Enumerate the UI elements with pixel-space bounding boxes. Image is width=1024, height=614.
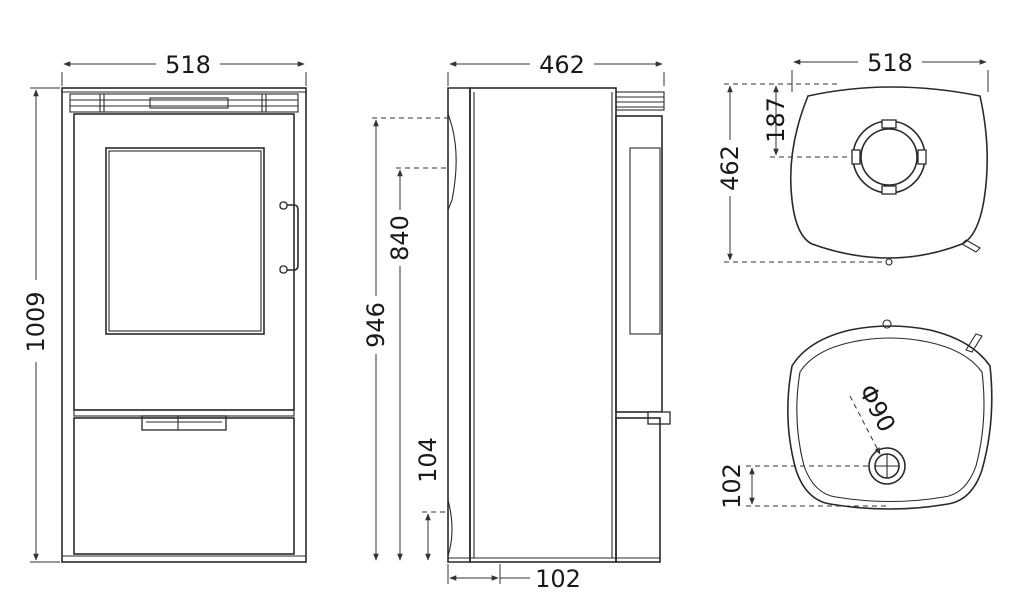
front-glass-window: [105, 147, 265, 335]
door-handle-icon: [279, 201, 299, 274]
front-height-dimension: 1009: [22, 87, 60, 563]
top-width-dimension: 518: [791, 49, 989, 92]
top-flue-offset-dimension: 187: [762, 85, 852, 158]
bottom-view: Φ90 102: [718, 319, 993, 510]
top-width-label: 518: [867, 49, 913, 77]
bottom-flue-outlet-icon: [868, 447, 906, 485]
side-view: 462 946 840 104 102: [362, 51, 671, 593]
front-width-dimension: 518: [61, 51, 307, 86]
side-946-label: 946: [362, 302, 390, 348]
front-top-grille: [69, 93, 299, 113]
top-depth-dimension: 462: [716, 83, 886, 263]
top-depth-label: 462: [716, 145, 744, 191]
front-view: 518 1009: [22, 51, 307, 563]
side-840-dimension: 840: [386, 167, 448, 561]
side-depth-dimension: 462: [447, 51, 665, 86]
side-102-dimension: 102: [447, 564, 581, 593]
top-body-outline: [789, 86, 988, 259]
side-back-panel: [447, 87, 471, 563]
front-width-label: 518: [165, 51, 211, 79]
side-104-label: 104: [414, 437, 442, 483]
top-view: 518 462 187: [716, 49, 989, 266]
front-body-outline: [61, 87, 307, 563]
side-946-dimension: 946: [362, 117, 448, 561]
side-840-label: 840: [386, 215, 414, 261]
top-flue-offset-label: 187: [762, 97, 790, 143]
air-control-slot: [141, 415, 227, 431]
bottom-body-outline: [787, 325, 993, 510]
top-flue-collar-icon: [851, 119, 927, 195]
bottom-flue-offset-dimension: 102: [718, 463, 886, 509]
front-height-label: 1009: [22, 291, 50, 352]
side-front-profile: [615, 91, 671, 563]
side-depth-label: 462: [539, 51, 585, 79]
front-storage-panel: [73, 417, 295, 555]
bottom-flue-offset-label: 102: [718, 463, 746, 509]
bottom-flue-diameter-annotation: Φ90: [849, 380, 901, 455]
side-104-dimension: 104: [414, 437, 448, 561]
bottom-flue-diameter-label: Φ90: [853, 380, 901, 437]
side-102-label: 102: [535, 565, 581, 593]
side-main-body: [469, 87, 617, 563]
